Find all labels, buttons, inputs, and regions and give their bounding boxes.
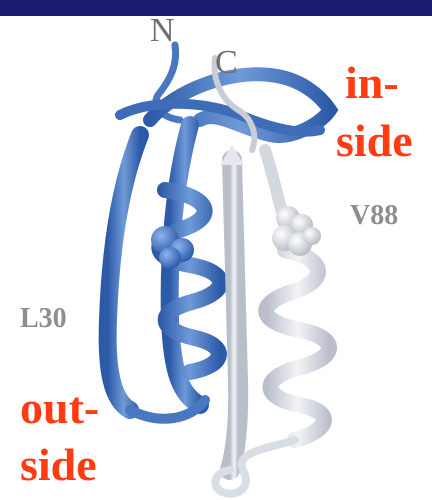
l30-label: L30: [20, 305, 67, 333]
central-light-strand: [230, 160, 238, 470]
n-terminus-label: N: [150, 14, 175, 48]
inside-label-line1: in-: [345, 60, 399, 106]
c-terminus-label: C: [215, 46, 238, 80]
outside-label-line1: out-: [20, 385, 99, 431]
outside-label-line2: side: [20, 442, 97, 488]
left-beta-strand: [108, 135, 140, 410]
v88-side-chain: [272, 206, 321, 256]
inside-label-line2: side: [336, 118, 413, 164]
v88-label: V88: [350, 202, 398, 230]
light-helix: [266, 250, 329, 440]
